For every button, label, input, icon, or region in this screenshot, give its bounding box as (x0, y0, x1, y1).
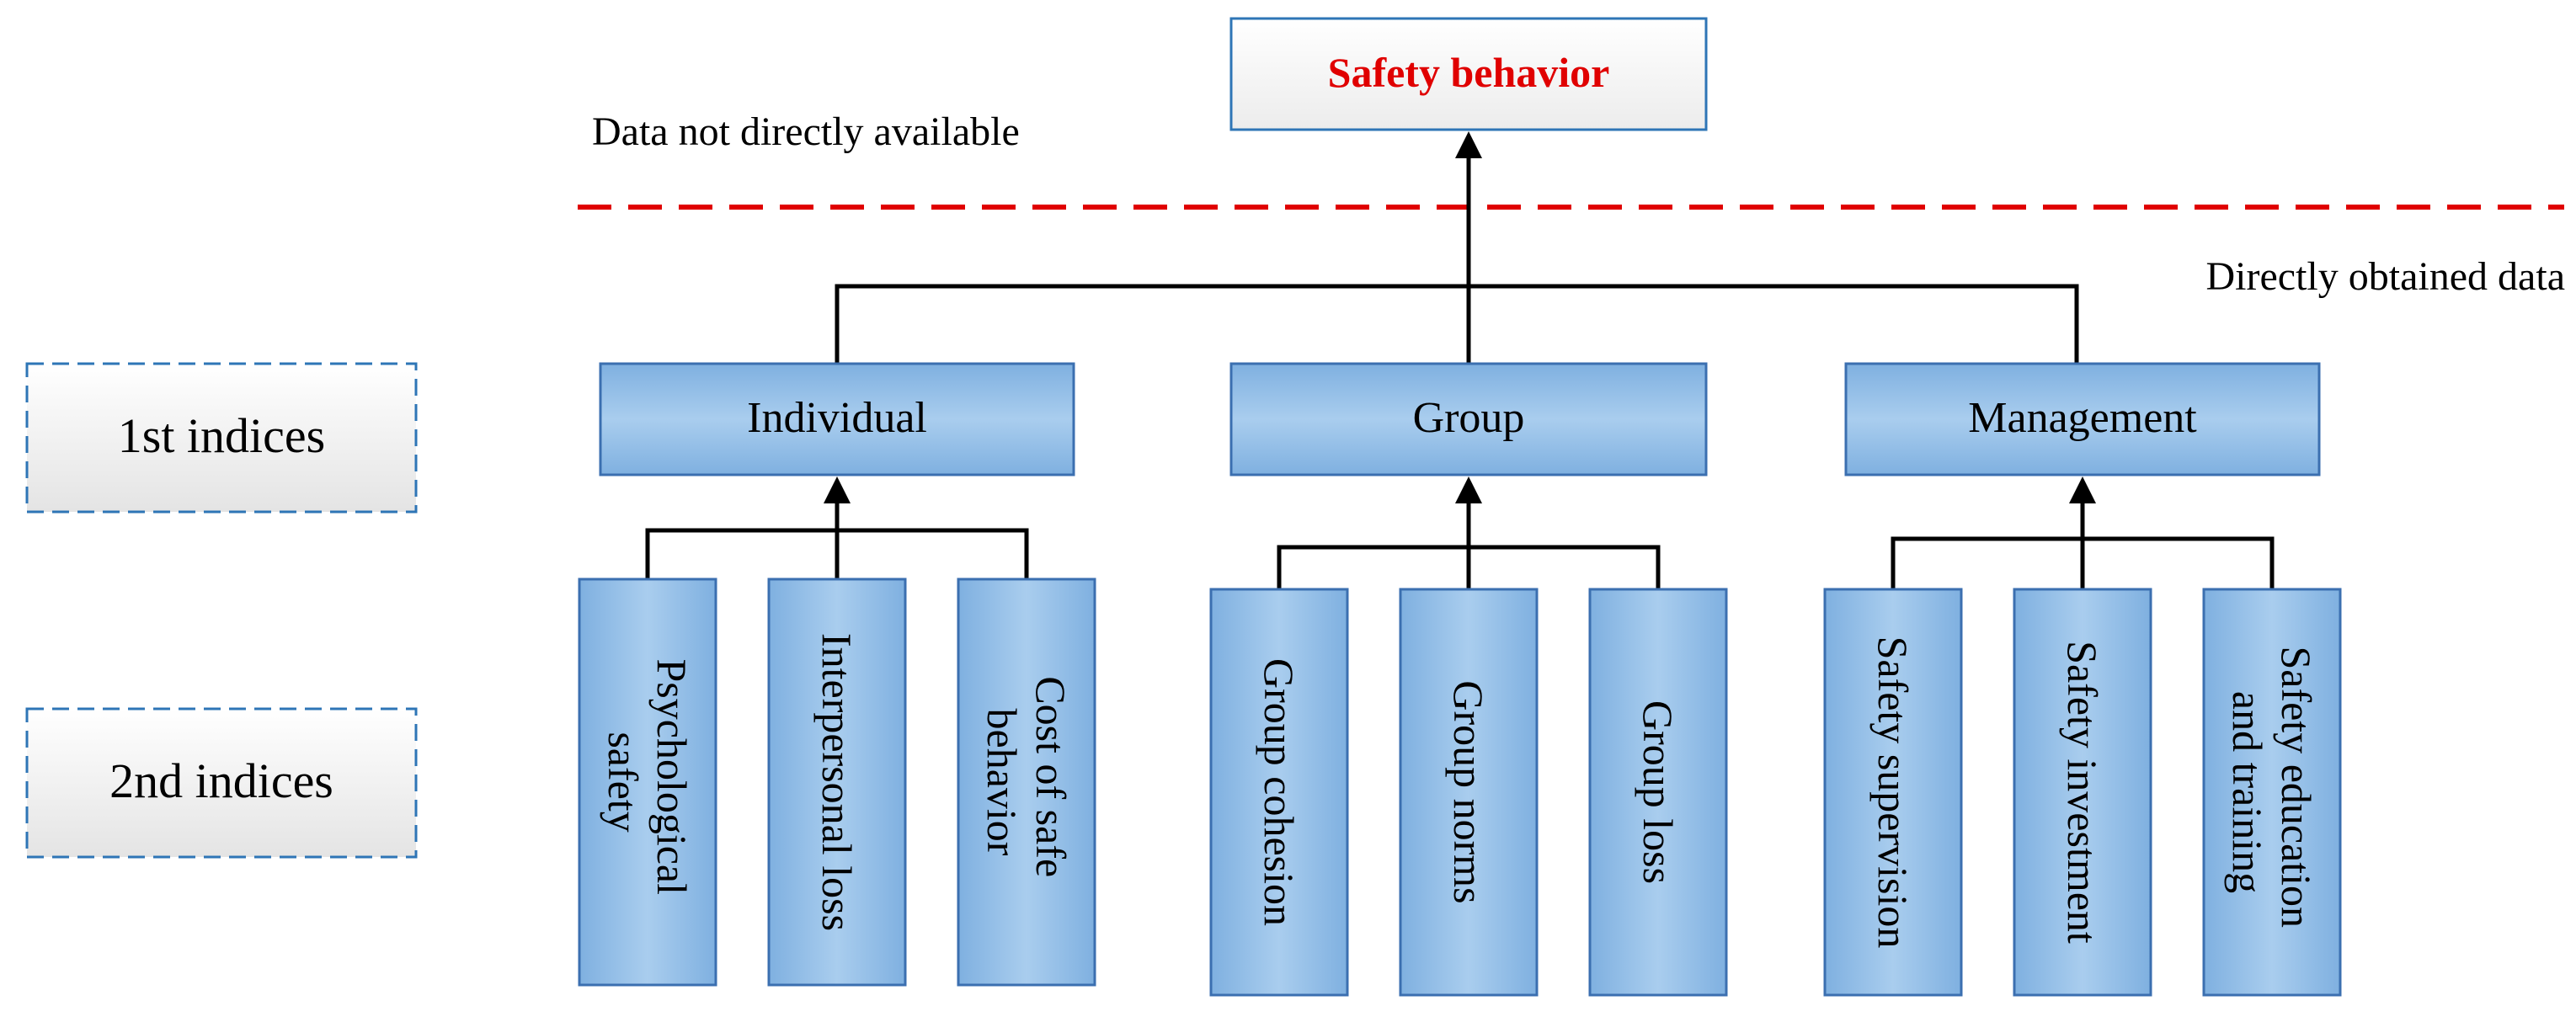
second-index-label-group-loss: Group loss (1635, 700, 1682, 884)
root-label: Safety behavior (1328, 49, 1610, 96)
level-label-first: 1st indices (118, 408, 325, 463)
annotation-directly-obtained: Directly obtained data (2206, 254, 2566, 299)
top-connectors (835, 155, 2079, 364)
second-index-box-safety-investment (2013, 588, 2152, 997)
level-box-second (25, 707, 418, 859)
second-index-boxes (578, 578, 2342, 997)
annotation-not-available: Data not directly available (592, 109, 1020, 154)
second-index-label-psychological-safety: Psychological safety (600, 658, 696, 905)
second-index-label-cost-of-safe-behavior: Cost of safe behavior (979, 676, 1075, 887)
second-index-label-group-cohesion: Group cohesion (1256, 658, 1303, 926)
first-index-label-management: Management (1968, 394, 2197, 442)
level-box-first (25, 362, 418, 514)
second-index-label-interpersonal-loss: Interpersonal loss (813, 633, 861, 931)
lower-connectors (645, 502, 2275, 589)
first-index-box-individual (599, 362, 1075, 476)
second-index-box-group-norms (1399, 588, 1539, 997)
second-index-label-safety-supervision: Safety supervision (1869, 636, 1917, 949)
second-index-box-group-loss (1588, 588, 1728, 997)
first-index-label-group: Group (1413, 394, 1525, 442)
second-index-box-group-cohesion (1209, 588, 1349, 997)
first-index-box-management (1844, 362, 2321, 476)
second-index-box-interpersonal-loss (767, 578, 907, 987)
second-index-label-safety-education: Safety education and training (2224, 646, 2320, 938)
second-index-box-safety-supervision (1823, 588, 1963, 997)
second-index-label-group-norms: Group norms (1445, 680, 1492, 903)
first-index-box-group (1229, 362, 1708, 476)
first-index-label-individual: Individual (747, 394, 927, 442)
root-box (1229, 17, 1708, 131)
second-index-box-psychological-safety (578, 578, 717, 987)
arrow-to-root (1455, 131, 1482, 158)
second-index-box-safety-education (2202, 588, 2342, 997)
lower-arrowheads (824, 476, 2096, 503)
second-index-box-cost-of-safe-behavior (957, 578, 1096, 987)
level-label-second: 2nd indices (109, 753, 333, 808)
second-index-label-safety-investment: Safety investment (2059, 641, 2106, 944)
